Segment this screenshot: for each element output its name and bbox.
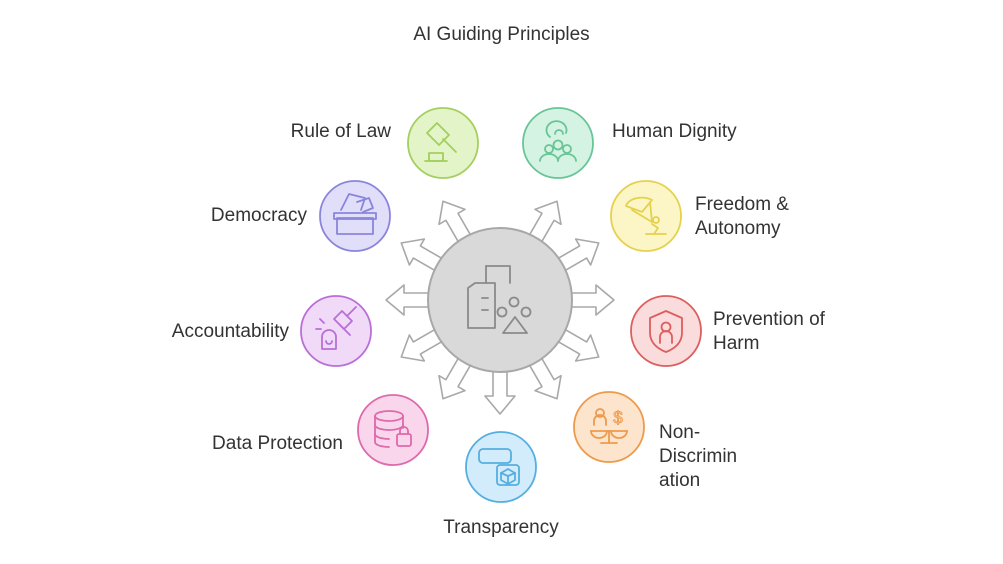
node-rule-of-law xyxy=(407,107,479,179)
label-prevention-of-harm: Prevention of Harm xyxy=(713,309,825,354)
node-democracy xyxy=(319,180,391,252)
label-non-discrimination-text: Non-Discrimination xyxy=(659,422,738,491)
node-transparency xyxy=(465,431,537,503)
svg-text:$: $ xyxy=(613,408,623,427)
principle-nodes: $ xyxy=(300,107,702,503)
building-shapes-icon xyxy=(467,265,532,334)
label-transparency: Transparency xyxy=(443,517,559,538)
database-lock-icon xyxy=(374,410,412,448)
diagram-title: AI Guiding Principles xyxy=(413,24,590,45)
label-democracy: Democracy xyxy=(210,205,307,226)
gavel-person-icon xyxy=(315,306,357,350)
transparent-box-icon xyxy=(478,448,520,486)
label-data-protection: Data Protection xyxy=(212,433,343,454)
label-freedom-autonomy: Freedom & Autonomy xyxy=(695,194,789,239)
center-hub xyxy=(427,227,573,373)
ballot-box-icon xyxy=(333,193,377,235)
label-non-discrimination: Non-Discrimination xyxy=(659,421,739,493)
node-freedom-autonomy xyxy=(610,180,682,252)
shield-person-icon xyxy=(649,310,683,353)
balance-scale-icon: $ xyxy=(590,408,628,444)
node-data-protection xyxy=(357,394,429,466)
paraglider-icon xyxy=(625,196,667,235)
label-accountability: Accountability xyxy=(171,321,289,342)
people-icon xyxy=(539,120,577,162)
label-human-dignity: Human Dignity xyxy=(612,121,737,142)
node-accountability xyxy=(300,295,372,367)
node-non-discrimination: $ xyxy=(573,391,645,463)
label-rule-of-law: Rule of Law xyxy=(290,121,391,142)
node-prevention-of-harm xyxy=(630,295,702,367)
gavel-icon xyxy=(424,122,457,162)
node-human-dignity xyxy=(522,107,594,179)
